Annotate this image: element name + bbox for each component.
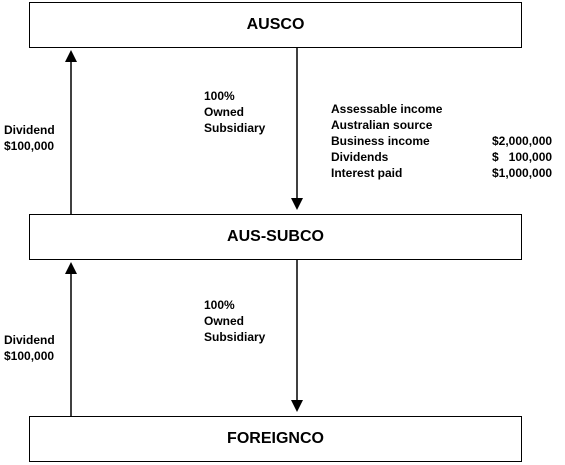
income-item-label: Interest paid bbox=[331, 166, 403, 180]
ausco-label: AUSCO bbox=[246, 16, 305, 33]
income-item-amount: $2,000,000 bbox=[492, 134, 553, 148]
upper-ownership-label: 100% Owned Subsidiary bbox=[204, 89, 266, 135]
upper-dividend-arrowhead bbox=[65, 50, 77, 62]
income-item-amount: $ 100,000 bbox=[492, 150, 553, 164]
income-item-dividends: Dividends $ 100,000 bbox=[331, 149, 563, 165]
income-item-amount: $1,000,000 bbox=[492, 166, 553, 180]
lower-dividend-label: Dividend $100,000 bbox=[4, 333, 55, 363]
aus-subco-label: AUS-SUBCO bbox=[227, 228, 324, 245]
upper-dividend-label: Dividend $100,000 bbox=[4, 123, 55, 153]
income-subheading: Australian source bbox=[331, 118, 433, 132]
income-item-label: Dividends bbox=[331, 150, 389, 164]
lower-ownership-arrowhead bbox=[291, 400, 303, 412]
lower-ownership-label: 100% Owned Subsidiary bbox=[204, 298, 266, 344]
foreignco-label: FOREIGNCO bbox=[227, 430, 324, 447]
income-item-label: Business income bbox=[331, 134, 430, 148]
income-item-business: Business income $2,000,000 bbox=[331, 133, 563, 149]
aus-subco-box: AUS-SUBCO bbox=[29, 214, 522, 260]
ausco-box: AUSCO bbox=[29, 2, 522, 48]
income-item-interest: Interest paid $1,000,000 bbox=[331, 165, 563, 181]
upper-ownership-arrowhead bbox=[291, 198, 303, 210]
income-heading: Assessable income bbox=[331, 102, 443, 116]
foreignco-box: FOREIGNCO bbox=[29, 416, 522, 462]
assessable-income-panel: Assessable income Australian source Busi… bbox=[331, 101, 563, 181]
lower-dividend-arrowhead bbox=[65, 262, 77, 274]
